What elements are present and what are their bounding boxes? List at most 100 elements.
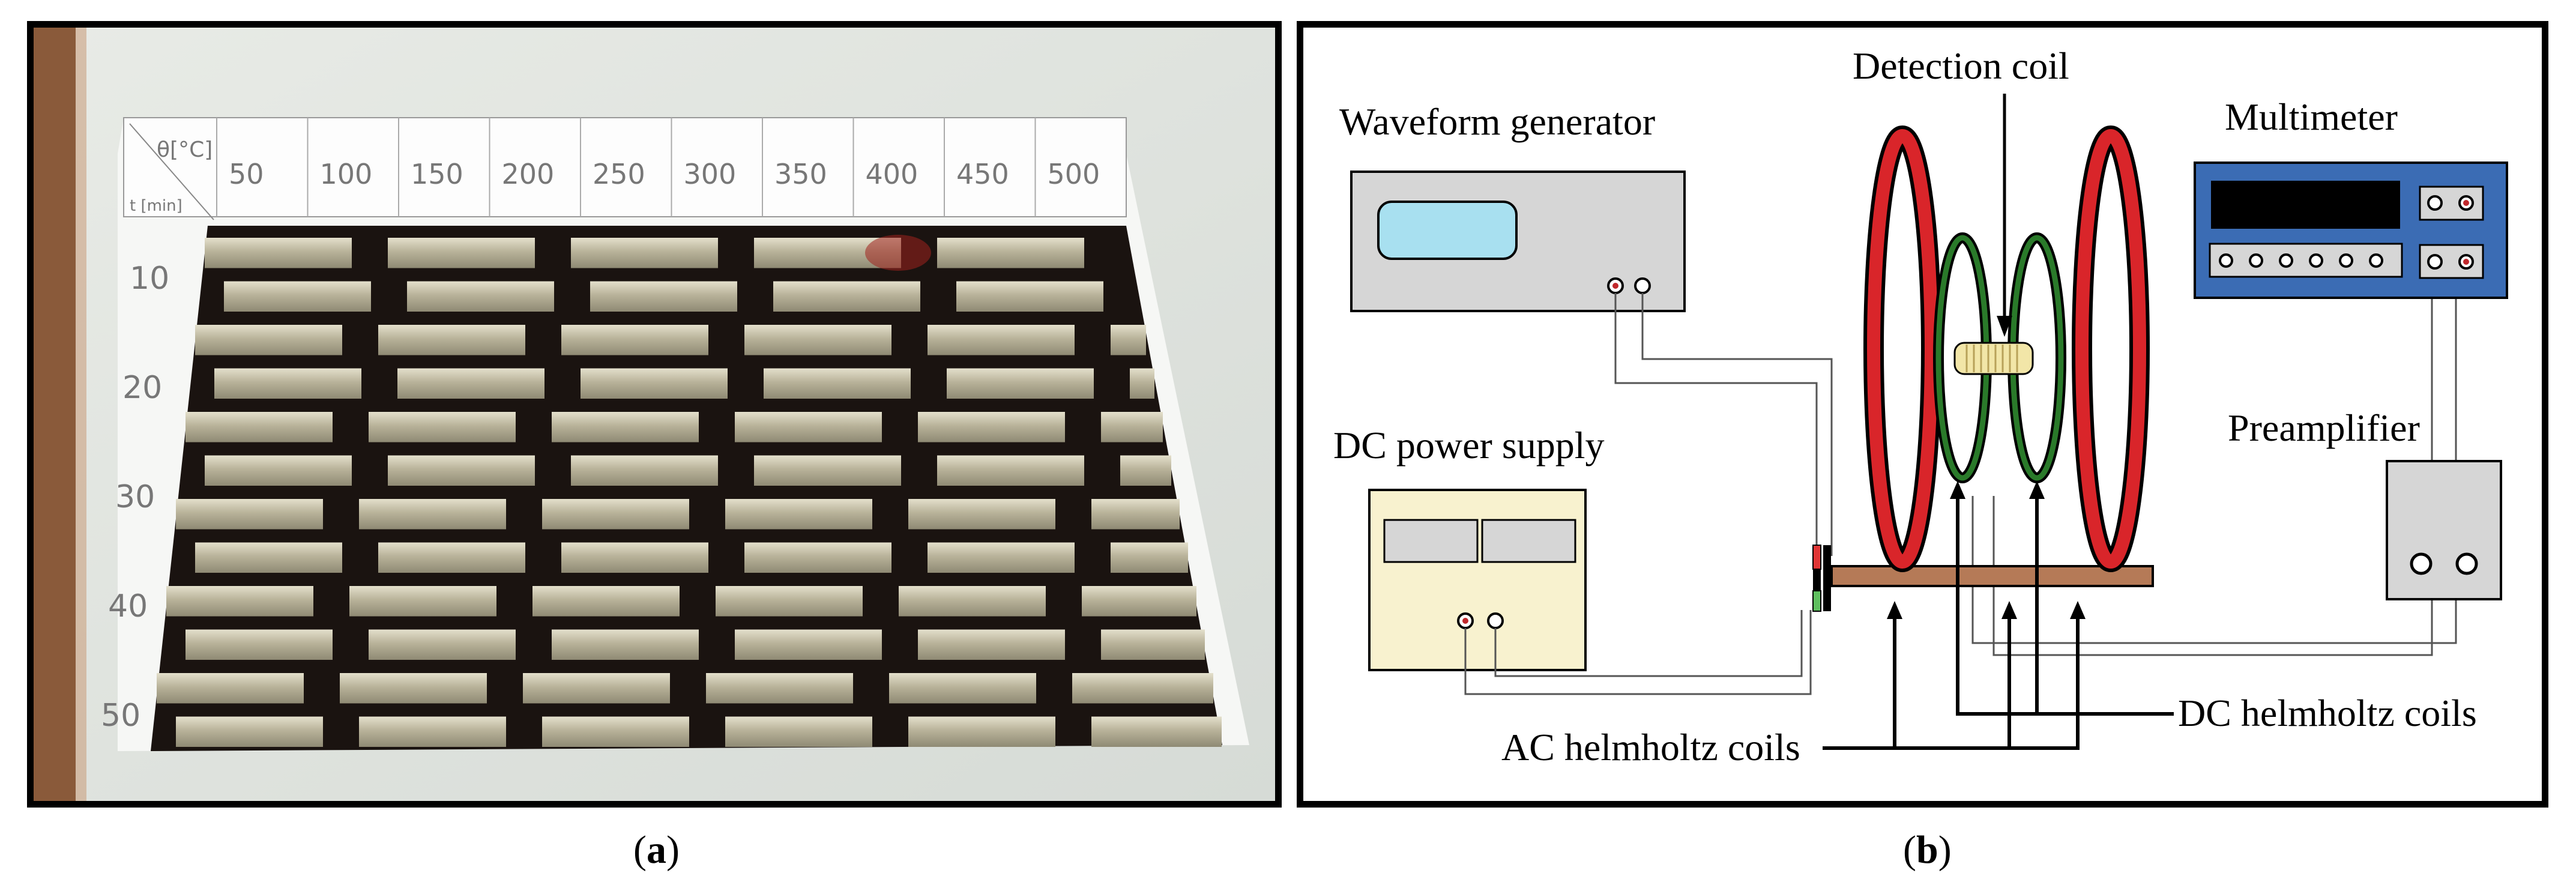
multimeter-label: Multimeter — [2225, 95, 2398, 138]
metal-strip — [1072, 673, 1213, 704]
metal-strip — [195, 542, 342, 573]
metal-strip — [773, 281, 920, 312]
metal-strip — [590, 281, 737, 312]
metal-strip — [1130, 368, 1154, 399]
metal-strip — [571, 238, 718, 268]
time-labels: 102030405060 — [101, 261, 169, 734]
metal-strip — [1101, 412, 1163, 442]
metal-strip — [1101, 629, 1205, 660]
metal-strip — [764, 368, 911, 399]
metal-strip — [176, 716, 323, 747]
metal-strip — [542, 499, 689, 530]
metal-strip — [369, 412, 516, 442]
metal-strip — [224, 281, 371, 312]
metal-strip — [532, 586, 680, 617]
preamplifier-label: Preamplifier — [2228, 406, 2420, 449]
time-label: 10 — [130, 261, 169, 297]
metal-strip — [552, 412, 699, 442]
metal-strip — [388, 238, 535, 268]
metal-strip — [378, 542, 525, 573]
detection-coil — [1953, 342, 2034, 375]
temperature-label: 500 — [1048, 158, 1100, 190]
metal-strip — [889, 673, 1036, 704]
measurement-setup-diagram: Waveform generator DC power supply — [1303, 28, 2542, 801]
panel-b-diagram: Waveform generator DC power supply — [1297, 21, 2548, 808]
dc-power-supply-label: DC power supply — [1333, 424, 1605, 467]
temperature-label: 250 — [593, 158, 645, 190]
ac-helmholtz-coils-label: AC helmholtz coils — [1501, 726, 1800, 769]
multimeter-display — [2211, 181, 2400, 229]
time-label: 40 — [108, 588, 148, 624]
metal-strip — [523, 673, 670, 704]
metal-strip — [725, 499, 872, 530]
metal-strip — [542, 716, 689, 747]
coil-rail — [1830, 565, 2154, 587]
metal-strip — [176, 499, 323, 530]
metal-strip — [186, 412, 333, 442]
metal-strip — [214, 368, 361, 399]
waveform-generator-label: Waveform generator — [1339, 100, 1655, 143]
reddish-stain — [865, 235, 931, 271]
metal-strip — [956, 281, 1103, 312]
temperature-label: 50 — [229, 158, 264, 190]
metal-strip — [928, 542, 1075, 573]
dc-power-supply — [1368, 489, 1587, 671]
black-mat — [151, 226, 1222, 751]
metal-strip — [706, 673, 853, 704]
metal-strip — [937, 455, 1084, 486]
theta-header: θ[°C] — [157, 137, 213, 162]
metal-strip — [359, 499, 506, 530]
metal-strip — [571, 455, 718, 486]
metal-strip — [581, 368, 728, 399]
metal-strip — [1082, 586, 1196, 617]
metal-strip — [195, 325, 342, 355]
metal-strip — [186, 629, 333, 660]
metal-strip — [205, 455, 352, 486]
metal-strip — [744, 542, 891, 573]
metal-strip — [205, 238, 352, 268]
temperature-label: 150 — [411, 158, 463, 190]
metal-strip — [735, 412, 882, 442]
metal-strip — [157, 673, 304, 704]
metal-strip — [918, 629, 1065, 660]
metal-strip — [378, 325, 525, 355]
time-label: 30 — [115, 479, 155, 515]
metal-strip — [908, 716, 1055, 747]
metal-strip — [340, 673, 487, 704]
metal-strip — [166, 586, 313, 617]
metal-strips — [157, 238, 1222, 747]
time-label: 20 — [122, 370, 162, 406]
metal-strip — [561, 542, 708, 573]
metal-strip — [908, 499, 1055, 530]
generator-screen — [1377, 201, 1518, 260]
temperature-label: 400 — [866, 158, 918, 190]
metal-strip — [754, 455, 901, 486]
metal-strip — [899, 586, 1046, 617]
metal-strip — [1111, 542, 1188, 573]
metal-strip — [716, 586, 863, 617]
preamplifier — [2386, 460, 2502, 600]
metal-strip — [725, 716, 872, 747]
caption-a: (a) — [633, 828, 680, 872]
metal-strip — [349, 586, 496, 617]
temperature-label: 450 — [956, 158, 1009, 190]
metal-strip — [561, 325, 708, 355]
ac-helmholtz-coils — [1863, 125, 2150, 572]
metal-strip — [1091, 499, 1180, 530]
temperature-label: 200 — [502, 158, 555, 190]
wooden-edge — [34, 28, 76, 801]
metal-strip — [407, 281, 554, 312]
waveform-generator — [1350, 171, 1686, 312]
time-label: 50 — [101, 698, 140, 734]
metal-strip — [1120, 455, 1171, 486]
metal-strip — [1091, 716, 1222, 747]
metal-strip — [359, 716, 506, 747]
multimeter — [2194, 162, 2508, 299]
dc-helmholtz-coils-label: DC helmholtz coils — [2178, 692, 2477, 734]
metal-strip — [388, 455, 535, 486]
metal-strip — [735, 629, 882, 660]
metal-strip — [947, 368, 1094, 399]
